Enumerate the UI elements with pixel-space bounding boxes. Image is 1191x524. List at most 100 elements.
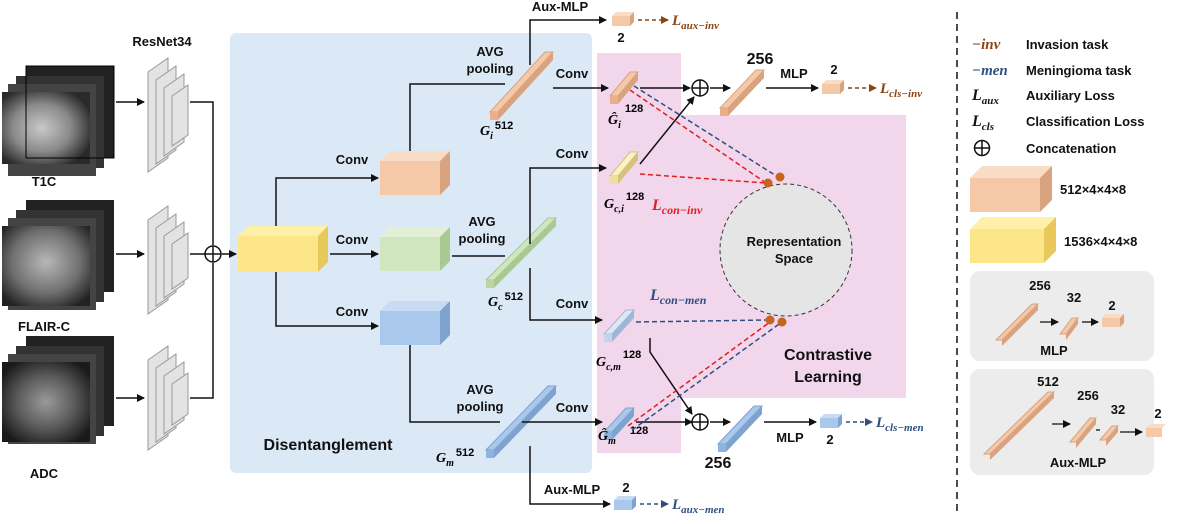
aux-dim-top: 2 [617, 30, 624, 45]
concat-symbol-bottom [691, 413, 709, 431]
aux-mlp-label-top: Aux-MLP [532, 0, 589, 14]
svg-text:Aux-MLP: Aux-MLP [1050, 455, 1107, 470]
invasion-feature-box [380, 151, 450, 195]
gcm-128-label: Gc,m128 [596, 349, 641, 373]
backbone-label: ResNet34 [132, 34, 192, 49]
meningioma-feature-box [380, 301, 450, 345]
gm-512-label: Gm512 [436, 447, 474, 469]
adc-image-stack [2, 336, 114, 444]
svg-text:2: 2 [1154, 406, 1161, 421]
t1c-image-stack [2, 65, 115, 176]
legend-yellow-box [970, 217, 1056, 263]
svg-text:512×4×4×8: 512×4×4×8 [1060, 182, 1126, 197]
representation-space [719, 183, 853, 317]
t1c-label: T1C [32, 174, 57, 189]
contrast-dots [763, 172, 787, 327]
flair-label: FLAIR-C [18, 319, 71, 334]
svg-text:32: 32 [1111, 402, 1125, 417]
disentanglement-label: Disentanglement [264, 437, 394, 454]
loss-cls-men: Lcls−men [875, 415, 924, 434]
gm-hat-128-bar [602, 407, 636, 440]
svg-text:Laux−men: Laux−men [671, 497, 725, 516]
loss-con-men: Lcon−men [649, 287, 707, 307]
legend-mlp-panel [970, 271, 1154, 361]
svg-text:Ĝi128: Ĝi128 [608, 103, 643, 131]
common-feature-box [380, 227, 450, 271]
conv-label-gm: Conv [556, 400, 589, 415]
mlp-label-bottom: MLP [776, 430, 804, 445]
concat-symbol-top [691, 79, 709, 97]
concat-legend-icon [973, 139, 991, 157]
aux-dim-bottom: 2 [622, 480, 629, 495]
conv-label-gci: Conv [556, 146, 589, 161]
gi-hat-128-label: Ĝi128 [608, 103, 643, 131]
gc-512-bar [484, 217, 558, 288]
loss-con-inv: Lcon−inv [651, 197, 703, 217]
svg-text:32: 32 [1067, 290, 1081, 305]
svg-text:Gc512: Gc512 [488, 291, 523, 313]
aux-out-box-top [612, 12, 634, 26]
gi-hat-128-bar [608, 71, 640, 104]
svg-text:Lcon−men: Lcon−men [649, 287, 707, 307]
dim-256-bottom: 256 [705, 455, 732, 472]
concat-symbol-input [204, 245, 222, 263]
svg-text:Invasion task: Invasion task [1026, 37, 1109, 52]
gi-512-bar [488, 51, 555, 120]
adc-label: ADC [30, 466, 59, 481]
contrastive-panel-left [597, 53, 681, 453]
loss-aux-inv: Laux−inv [671, 13, 719, 32]
avg-label-2b: pooling [459, 231, 506, 246]
svg-text:Lcon−inv: Lcon−inv [651, 197, 703, 217]
svg-text:MLP: MLP [1040, 343, 1068, 358]
svg-text:Laux: Laux [971, 87, 999, 107]
svg-text:512: 512 [1037, 374, 1059, 389]
gi-512-label: Gi512 [480, 120, 513, 142]
gci-128-label: Gc,i128 [604, 191, 644, 215]
svg-text:Meningioma task: Meningioma task [1026, 63, 1132, 78]
svg-text:Laux−inv: Laux−inv [671, 13, 719, 32]
avg-label-2a: AVG [468, 214, 495, 229]
conv-label-1: Conv [336, 152, 369, 167]
svg-text:Lcls−men: Lcls−men [875, 415, 924, 434]
representation-label-2: Space [775, 251, 813, 266]
svg-text:−inv: −inv [972, 37, 1001, 53]
conv-label-gi: Conv [556, 66, 589, 81]
svg-text:Gc,m128: Gc,m128 [596, 349, 641, 373]
loss-cls-inv: Lcls−inv [879, 81, 922, 100]
gci-128-bar [608, 151, 640, 184]
svg-text:Concatenation: Concatenation [1026, 141, 1116, 156]
conv-label-2: Conv [336, 232, 369, 247]
mlp-256-bar-bottom [716, 405, 764, 452]
mlp-label-top: MLP [780, 66, 808, 81]
cls-out-box-top [822, 80, 844, 94]
svg-text:Gc,i128: Gc,i128 [604, 191, 644, 215]
svg-text:Auxiliary Loss: Auxiliary Loss [1026, 88, 1115, 103]
svg-text:Gi512: Gi512 [480, 120, 513, 142]
loss-aux-men: Laux−men [671, 497, 725, 516]
contrastive-label-2: Learning [794, 369, 862, 386]
avg-label-1a: AVG [476, 44, 503, 59]
avg-label-1b: pooling [467, 61, 514, 76]
dim-256-top: 256 [747, 51, 774, 68]
mlp-256-bar-top [718, 69, 766, 116]
fused-feature-box [238, 226, 328, 272]
svg-text:Lcls−inv: Lcls−inv [879, 81, 922, 100]
legend: −inv Invasion task −men Meningioma task … [970, 37, 1166, 475]
conv-label-3: Conv [336, 304, 369, 319]
aux-out-box-bottom [614, 496, 636, 510]
contrastive-label-1: Contrastive [784, 347, 872, 364]
svg-text:Classification Loss: Classification Loss [1026, 114, 1144, 129]
resnet-block-2 [147, 205, 189, 315]
flair-image-stack [2, 200, 114, 310]
avg-label-3a: AVG [466, 382, 493, 397]
gc-512-label: Gc512 [488, 291, 523, 313]
gcm-128-bar [602, 309, 636, 342]
dim-2-top: 2 [830, 62, 837, 77]
svg-text:2: 2 [1108, 298, 1115, 313]
svg-text:1536×4×4×8: 1536×4×4×8 [1064, 234, 1137, 249]
representation-label-1: Representation [747, 234, 842, 249]
svg-text:256: 256 [1029, 278, 1051, 293]
svg-text:Gm512: Gm512 [436, 447, 474, 469]
legend-auxmlp-panel [970, 369, 1154, 475]
